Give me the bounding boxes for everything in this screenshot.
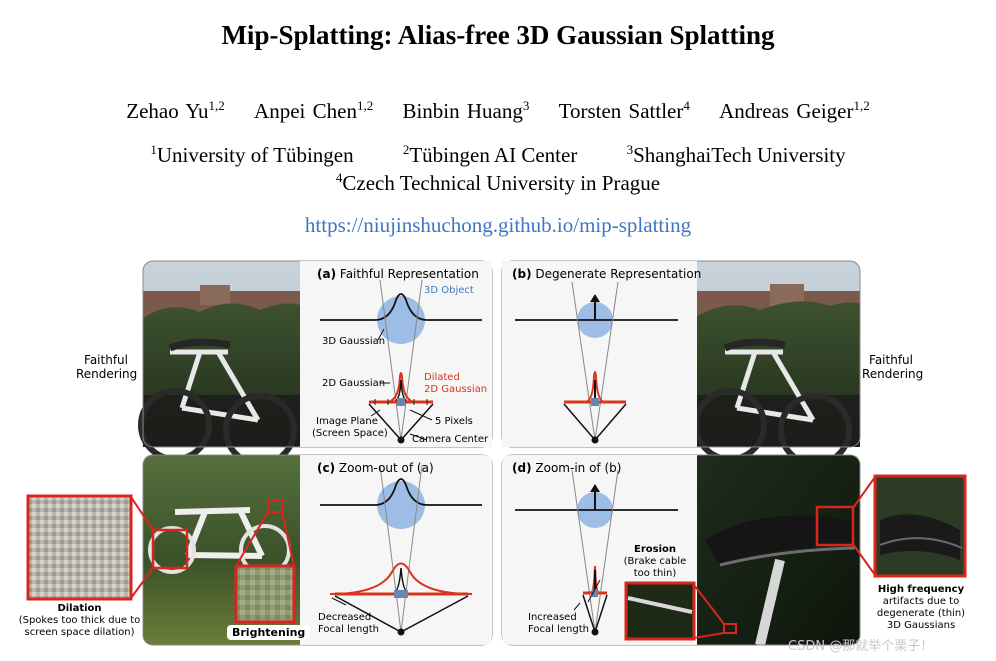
photo-bottom-right	[697, 455, 860, 647]
affiliation: 3ShanghaiTech University	[626, 142, 846, 167]
label-increased: Increased	[528, 612, 577, 623]
diagram-b	[515, 281, 678, 444]
affiliation: 4Czech Technical University in Prague	[335, 170, 661, 195]
author: Andreas Geiger1,2	[719, 98, 870, 123]
label-2d-gaussian: 2D Gaussian	[322, 378, 386, 389]
author: Anpei Chen1,2	[254, 98, 374, 123]
dilation-caption: Dilation (Spokes too thick due to screen…	[18, 603, 141, 638]
photo-top-right	[693, 261, 860, 467]
brightening-label: Brightening	[227, 625, 311, 640]
author: Binbin Huang3	[402, 98, 530, 123]
affiliations-line-2: 4Czech Technical University in Prague	[0, 170, 996, 196]
paper-title: Mip-Splatting: Alias-free 3D Gaussian Sp…	[221, 20, 775, 50]
diagram-c	[320, 464, 482, 636]
label-decreased: Decreased	[318, 612, 372, 623]
zoom-erosion	[624, 581, 737, 641]
diagram-a	[320, 279, 482, 444]
author: Torsten Sattler4	[558, 98, 690, 123]
high-frequency-caption: High frequency artifacts due to degenera…	[876, 584, 966, 631]
label-camera-center: Camera Center	[412, 434, 489, 445]
label-5-pixels: 5 Pixels	[435, 416, 473, 427]
affiliations-line-1: 1University of Tübingen 2Tübingen AI Cen…	[0, 142, 996, 168]
panel-c-title: (c) Zoom-out of (a)	[317, 461, 434, 475]
affiliation: 1University of Tübingen	[150, 142, 354, 167]
label-decreased-focal: Focal length	[318, 624, 379, 635]
zoom-high-frequency	[815, 474, 967, 578]
label-dilated-2d: 2D Gaussian	[424, 384, 488, 395]
label-dilated: Dilated	[424, 372, 460, 383]
label-3d-gaussian: 3D Gaussian	[322, 336, 386, 347]
zoom-brightening	[234, 499, 296, 624]
label-screen-space: (Screen Space)	[312, 428, 388, 439]
zoom-dilation	[26, 494, 189, 601]
label-3d-object: 3D Object	[424, 285, 474, 296]
watermark: CSDN @那就举个栗子！	[788, 639, 934, 654]
erosion-caption: Erosion (Brake cable too thin)	[623, 544, 687, 579]
label-increased-focal: Focal length	[528, 624, 589, 635]
diagram-d	[515, 469, 678, 636]
panel-a-title: (a) Faithful Representation	[317, 267, 479, 281]
project-link[interactable]: https://niujinshuchong.github.io/mip-spl…	[304, 213, 692, 237]
panel-d-title: (d) Zoom-in of (b)	[512, 461, 622, 475]
panel-b-title: (b) Degenerate Representation	[512, 267, 702, 281]
label-image-plane: Image Plane	[316, 416, 378, 427]
author-list: Zehao Yu1,2 Anpei Chen1,2 Binbin Huang3 …	[0, 98, 996, 124]
author: Zehao Yu1,2	[126, 98, 225, 123]
affiliation: 2Tübingen AI Center	[402, 142, 578, 167]
photo-top-left	[138, 261, 300, 467]
